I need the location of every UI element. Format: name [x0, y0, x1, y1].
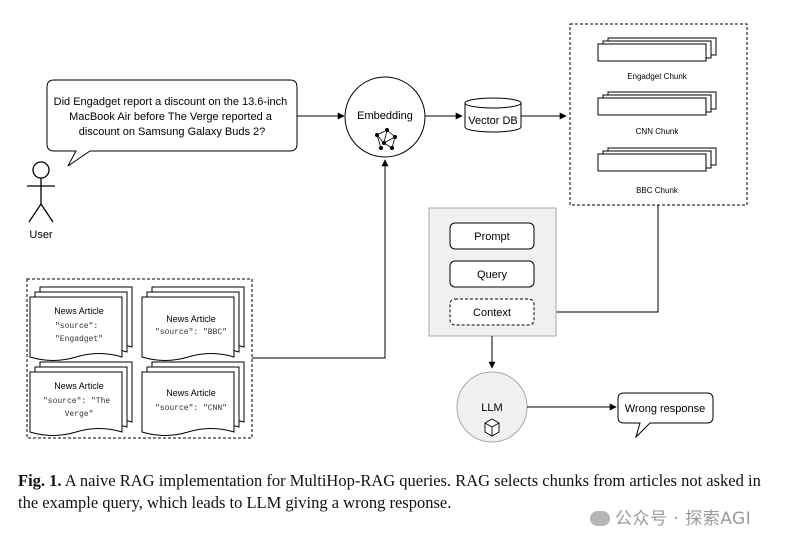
article-3-source: "source": "The Verge": [43, 397, 115, 419]
article-2-title: News Article: [166, 314, 216, 324]
article-3-source-line-2: Verge": [65, 410, 94, 419]
article-1-source-line-2: "Engadget": [55, 335, 103, 344]
neural-network-icon: [374, 127, 397, 150]
article-4-source: "source": "CNN": [155, 404, 227, 413]
chunk-stack-engadget: [597, 37, 717, 62]
article-stack-3: [29, 361, 133, 436]
caption-text: A naive RAG implementation for MultiHop-…: [18, 471, 761, 512]
response-label: Wrong response: [625, 403, 706, 415]
user-icon: [27, 161, 55, 223]
article-2-source: "source": "BBC": [155, 328, 227, 337]
prompt-box: [449, 222, 535, 250]
vectordb-label: Vector DB: [468, 115, 518, 127]
article-3-source-line-1: "source": "The: [43, 397, 110, 406]
arrow-articles-to-embedding: [252, 159, 389, 359]
chunk-stack-cnn: [597, 91, 717, 116]
llm-label: LLM: [481, 402, 502, 414]
article-stack-4: [141, 361, 245, 436]
question-bubble: [46, 79, 298, 167]
question-line-2: MacBook Air before The Verge reported a: [69, 111, 273, 123]
article-4-title: News Article: [166, 388, 216, 398]
article-1-source-line-1: "source":: [55, 322, 98, 331]
context-label: Context: [473, 307, 511, 319]
caption-label: Fig. 1.: [18, 471, 62, 490]
chunk-label-cnn: CNN Chunk: [636, 127, 680, 136]
article-stack-1: [29, 286, 133, 361]
embedding-label: Embedding: [357, 110, 413, 122]
wechat-logo-icon: [590, 511, 610, 526]
chunk-stack-bbc: [597, 147, 717, 172]
prompt-label: Prompt: [474, 231, 509, 243]
user-label: User: [29, 229, 53, 241]
article-stack-2: [141, 286, 245, 361]
article-4-source-line-1: "source": "CNN": [155, 404, 227, 413]
cube-icon: [484, 418, 500, 437]
chunk-label-bbc: BBC Chunk: [636, 186, 679, 195]
rag-diagram: User Did Engadget report a discount on t…: [26, 23, 748, 443]
figure-caption: Fig. 1. A naive RAG implementation for M…: [18, 470, 778, 514]
query-label: Query: [477, 269, 507, 281]
arrow-chunks-to-context: [536, 205, 659, 316]
question-line-3: discount on Samsung Galaxy Buds 2?: [79, 126, 266, 138]
vectordb-cylinder: [464, 97, 522, 133]
question-line-1: Did Engadget report a discount on the 13…: [54, 96, 288, 108]
watermark-text: 公众号 · 探索AGI: [615, 509, 752, 529]
watermark: 公众号 · 探索AGI: [590, 504, 751, 529]
chunk-label-engadget: Engadget Chunk: [627, 72, 688, 81]
embedding-node: [344, 76, 426, 158]
article-1-title: News Article: [54, 306, 104, 316]
question-text: Did Engadget report a discount on the 13…: [54, 96, 291, 138]
query-box: [449, 260, 535, 288]
article-1-source: "source": "Engadget": [55, 322, 103, 344]
context-box: [449, 298, 535, 326]
response-bubble: [617, 392, 714, 439]
article-3-title: News Article: [54, 381, 104, 391]
article-2-source-line-1: "source": "BBC": [155, 328, 227, 337]
